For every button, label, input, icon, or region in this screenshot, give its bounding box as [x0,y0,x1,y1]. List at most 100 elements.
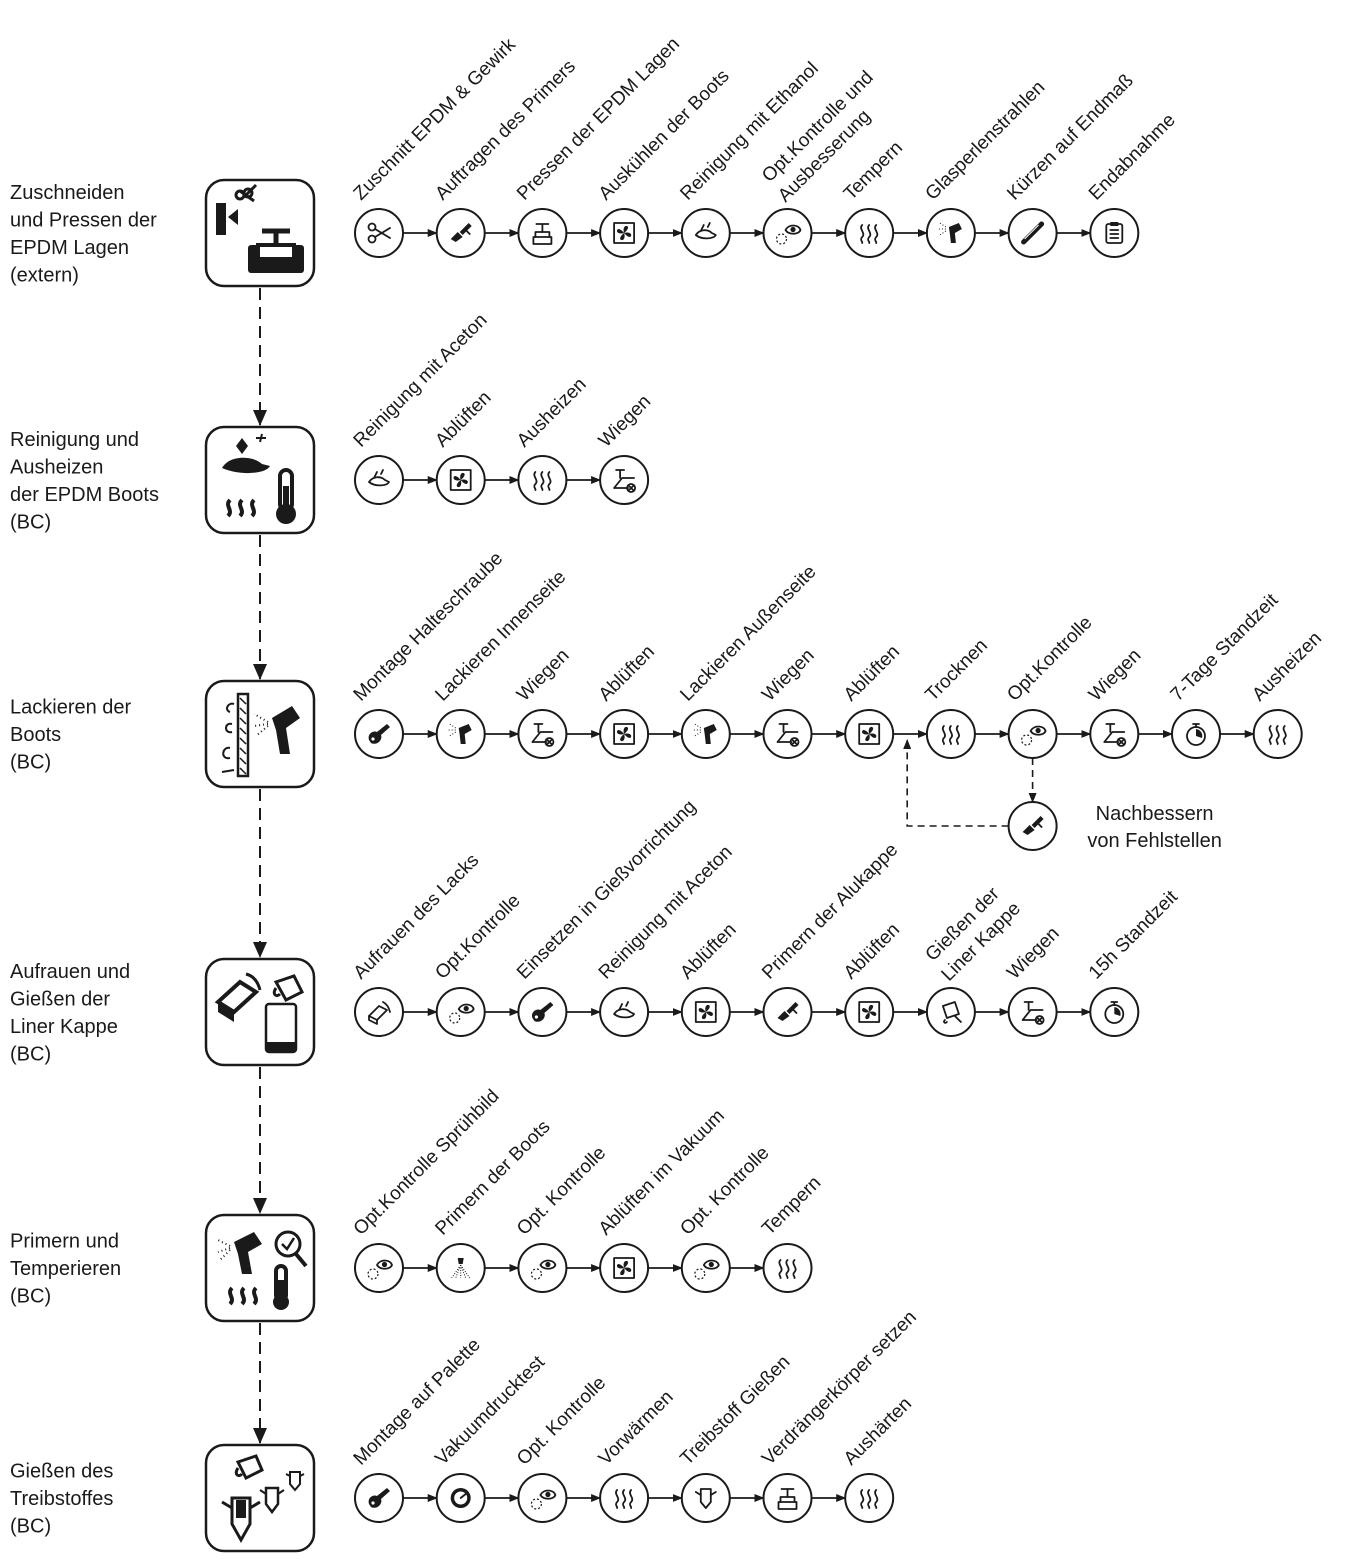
step-node [1089,208,1140,258]
cleaning-icon [694,222,717,240]
heat-icon [533,471,552,491]
step-node [1007,987,1058,1037]
timer-icon [1104,1001,1125,1024]
step-node [517,709,568,759]
step-label: Trocknen [922,635,992,705]
scale-icon [1021,1001,1045,1025]
press-icon [777,1488,798,1510]
propellant-casting-icon [221,1454,305,1544]
motor-icon [694,1488,717,1509]
fan-icon [858,723,881,745]
step-node [1089,709,1140,759]
step-label: Auftragen des Primers [431,56,580,205]
eye-icon [694,1259,720,1280]
step-4-10: 15h Standzeit [1085,886,1183,1037]
step-node [925,987,976,1037]
step-4-2: Opt.Kontrolle [431,890,525,1037]
cleaning-icon [613,1001,635,1019]
press-icon [532,223,553,245]
step-label: Lackieren Außenseite [676,561,820,705]
step-4-7: Ablüften [840,919,904,1037]
wrench-icon [368,724,390,744]
step-node [599,455,650,505]
clean-and-heat-icon [222,433,296,524]
spray-nozzle-icon [451,1258,471,1279]
step-5-5: Opt. Kontrolle [676,1143,773,1293]
step-5-6: Tempern [758,1172,825,1293]
step-4-5: Ablüften [676,919,741,1037]
fan-icon [613,723,635,745]
eye-icon [530,1259,557,1280]
step-label: Ablüften [840,919,904,983]
brush-icon [777,1002,799,1021]
step-3-4: Ablüften [595,641,659,759]
heat-icon [615,1489,634,1509]
scale-icon [1103,723,1127,747]
brush-icon [450,223,472,242]
stage-box [204,1213,316,1323]
step-label: Opt.Kontrolle [431,890,524,983]
step-label: Primern der Alukappe [758,839,902,983]
pour-icon [942,1001,962,1024]
step-label: Wiegen [595,391,655,451]
step-label: Ablüften [595,641,659,705]
step-4-9: Wiegen [1003,923,1064,1037]
heat-icon [860,1489,879,1509]
eye-icon [367,1259,393,1280]
step-label: Wiegen [1003,923,1063,983]
step-label: Ausheizen [513,374,591,452]
step-label: Zuschnitt EPDM & Gewirk [350,34,520,204]
step-label: Wiegen [513,645,573,705]
heat-icon [941,725,960,745]
cut-and-press-icon [216,183,304,273]
step-3-3: Wiegen [513,645,573,759]
wrench-icon [532,1002,554,1022]
eye-icon [1020,725,1047,746]
step-2-4: Wiegen [595,391,655,505]
eye-icon [775,224,802,245]
step-6-3: Opt. Kontrolle [513,1373,610,1523]
step-label: Montage Halteschraube [350,548,508,706]
step-label: Opt.Kontrolle Sprühbild [350,1086,504,1240]
fan-icon [613,222,635,244]
clipboard-icon [1105,222,1124,244]
step-3-7: Ablüften [840,641,904,759]
stage-box [204,425,316,535]
scissors-icon [367,222,391,244]
heat-icon [1268,725,1287,745]
step-2-3: Ausheizen [513,374,591,505]
scale-icon [776,723,800,747]
stage-box [204,1443,316,1553]
step-label: Vorwärmen [595,1387,678,1470]
heat-icon [778,1259,797,1279]
step-2-2: Ablüften [431,387,496,505]
fan-icon [449,469,472,491]
step-label: Ablüften [676,919,740,983]
step-3-6: Wiegen [758,645,819,759]
gauge-icon [450,1488,471,1508]
step-label: Endabnahme [1085,110,1180,205]
cleaning-icon [368,469,390,487]
step-label: Reinigung mit Aceton [350,310,492,452]
step-node [680,1473,731,1523]
step-3-12: Ausheizen [1248,628,1326,759]
saw-icon [1021,221,1045,245]
step-label: 15h Standzeit [1085,886,1183,984]
wrench-icon [368,1488,390,1508]
step-1-10: Endabnahme [1085,110,1180,258]
step-label: Tempern [840,137,907,204]
step-label: Verdrängerkörper setzen [758,1307,921,1470]
step-node [517,208,568,258]
step-1-7: Tempern [840,137,907,258]
step-node [354,208,404,258]
eye-icon [449,1003,475,1024]
step-label: Tempern [758,1172,825,1239]
